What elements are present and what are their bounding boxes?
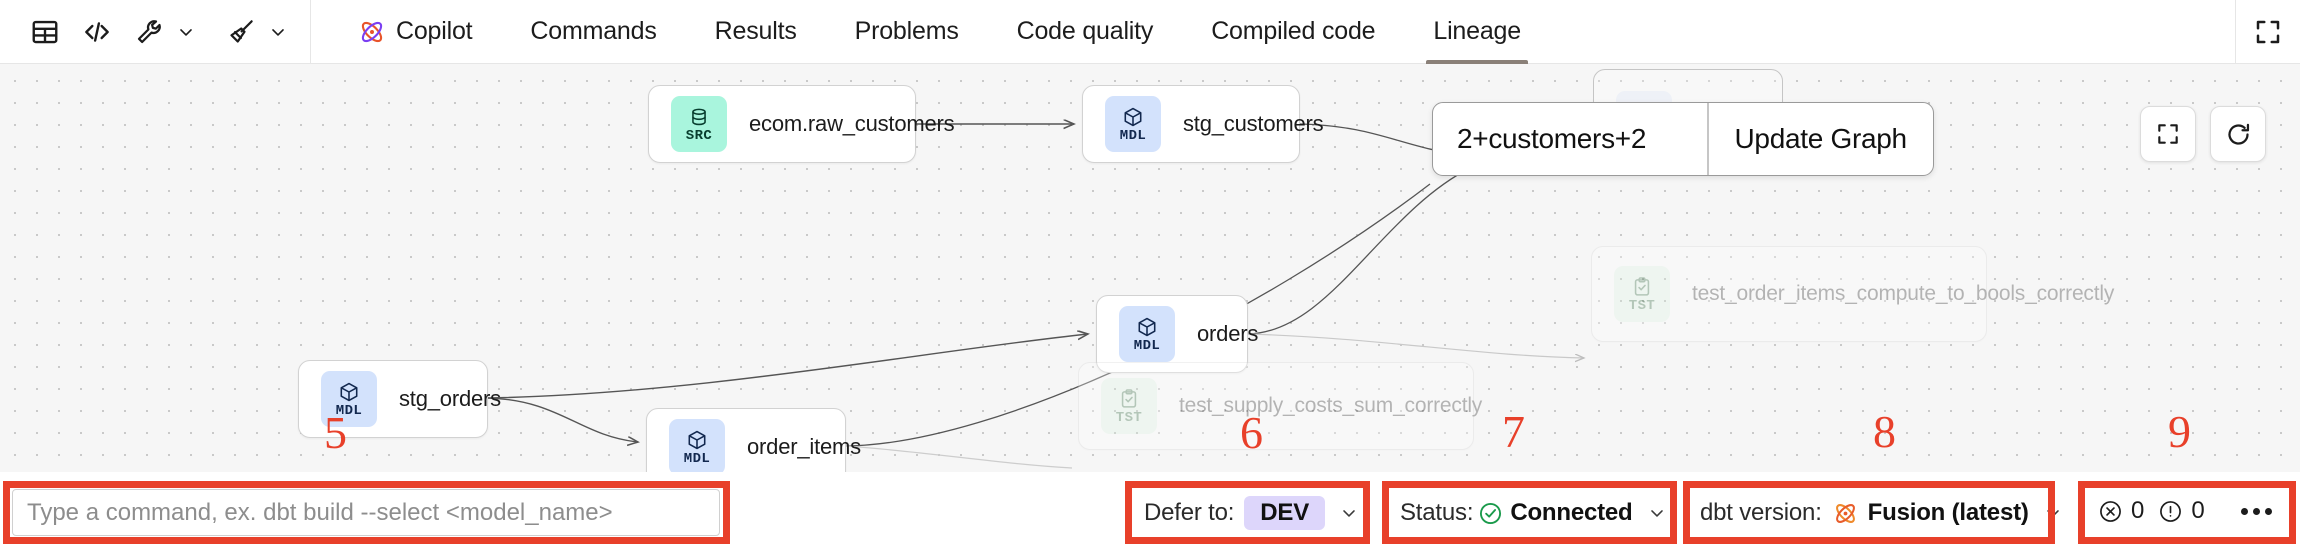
- node-label: orders: [1197, 321, 1259, 347]
- defer-label: Defer to:: [1144, 499, 1235, 526]
- warning-circle-icon: [2158, 499, 2183, 524]
- error-circle-icon: [2098, 499, 2123, 524]
- selector-divider: [1707, 103, 1709, 175]
- badge-label: MDL: [683, 450, 711, 467]
- tab-label: Compiled code: [1211, 17, 1376, 45]
- broom-icon[interactable]: [218, 9, 264, 55]
- tab-label: Lineage: [1433, 17, 1521, 45]
- fit-view-button[interactable]: [2140, 106, 2196, 162]
- defer-chevron-down-icon: [1339, 503, 1359, 523]
- code-view-icon[interactable]: [74, 9, 120, 55]
- warning-count[interactable]: 0: [2158, 497, 2205, 525]
- top-right-controls: [2235, 0, 2300, 64]
- toolbar-divider: [310, 0, 311, 64]
- node-label: ecom.raw_customers: [749, 111, 955, 137]
- node-label: stg_orders: [399, 386, 501, 412]
- top-toolbar: Copilot Commands Results Problems Code q…: [0, 0, 2300, 64]
- version-value: Fusion (latest): [1867, 499, 2029, 526]
- lineage-node[interactable]: MDL order_items: [646, 408, 861, 472]
- model-badge: MDL: [1119, 306, 1175, 362]
- wrench-chevron-down-icon[interactable]: [172, 12, 200, 52]
- badge-label: MDL: [1133, 337, 1161, 354]
- wrench-icon[interactable]: [126, 9, 172, 55]
- tab-label: Commands: [530, 17, 657, 45]
- badge-label: TST: [1628, 297, 1656, 314]
- node-label: test_order_items_compute_to_bools_correc…: [1692, 281, 2115, 305]
- test-badge: TST: [1614, 266, 1670, 322]
- tab-label: Problems: [854, 17, 959, 45]
- broom-chevron-down-icon[interactable]: [264, 12, 292, 52]
- check-circle-icon: [1478, 501, 1503, 526]
- graph-selector-bar: Update Graph: [1432, 102, 1934, 176]
- tab-results[interactable]: Results: [686, 0, 826, 64]
- test-badge: TST: [1101, 378, 1157, 434]
- version-label: dbt version:: [1700, 499, 1822, 526]
- dbt-version-selector[interactable]: dbt version: Fusion (latest): [1700, 489, 2063, 537]
- tab-code-quality[interactable]: Code quality: [988, 0, 1183, 64]
- lineage-node[interactable]: MDL stg_customers: [1082, 85, 1324, 163]
- graph-selector-input[interactable]: [1433, 103, 1707, 175]
- warning-count-value: 0: [2191, 497, 2205, 524]
- update-graph-button[interactable]: Update Graph: [1734, 123, 1908, 154]
- tab-label: Code quality: [1016, 17, 1154, 45]
- tab-label: Results: [714, 17, 797, 45]
- tab-compiled-code[interactable]: Compiled code: [1182, 0, 1404, 64]
- badge-label: SRC: [685, 127, 713, 144]
- tab-problems[interactable]: Problems: [826, 0, 988, 64]
- version-chevron-down-icon: [2043, 503, 2063, 523]
- badge-label: MDL: [1119, 127, 1147, 144]
- fullscreen-icon[interactable]: [2236, 0, 2300, 64]
- problem-counts: 0 0: [2098, 497, 2272, 525]
- ellipsis-icon[interactable]: [2240, 507, 2272, 515]
- lineage-node-test[interactable]: TST test_order_items_compute_to_bools_co…: [1591, 246, 2114, 342]
- lineage-canvas[interactable]: SRC ecom.raw_customers MDL stg_customers…: [0, 64, 2300, 472]
- node-label: test_supply_costs_sum_correctly: [1179, 393, 1483, 417]
- panel-tabs: Copilot Commands Results Problems Code q…: [329, 0, 1550, 64]
- badge-label: TST: [1115, 409, 1143, 426]
- model-badge: MDL: [669, 419, 725, 472]
- node-label: order_items: [747, 434, 861, 460]
- connection-status[interactable]: Status: Connected: [1400, 489, 1667, 537]
- tab-label: Copilot: [396, 17, 473, 45]
- tab-lineage[interactable]: Lineage: [1404, 0, 1550, 64]
- status-chevron-down-icon: [1647, 503, 1667, 523]
- graph-controls: [2140, 106, 2266, 162]
- node-label: stg_customers: [1183, 111, 1324, 137]
- command-input[interactable]: [12, 489, 720, 536]
- source-badge: SRC: [671, 96, 727, 152]
- lineage-node[interactable]: SRC ecom.raw_customers: [648, 85, 955, 163]
- dbt-fusion-icon: [1832, 500, 1859, 527]
- table-view-icon[interactable]: [22, 9, 68, 55]
- tab-commands[interactable]: Commands: [501, 0, 685, 64]
- status-value: Connected: [1510, 499, 1633, 526]
- editor-tool-group: [0, 0, 310, 64]
- model-badge: MDL: [321, 371, 377, 427]
- right-divider: [2235, 0, 2236, 64]
- error-count[interactable]: 0: [2098, 497, 2144, 525]
- status-label: Status:: [1400, 499, 1474, 526]
- lineage-node[interactable]: MDL stg_orders: [298, 360, 501, 438]
- lineage-node-test[interactable]: TST test_supply_costs_sum_correctly: [1078, 362, 1482, 450]
- tab-copilot[interactable]: Copilot: [329, 0, 501, 64]
- badge-label: MDL: [335, 402, 363, 419]
- error-count-value: 0: [2131, 497, 2145, 524]
- lineage-node[interactable]: MDL orders: [1096, 295, 1258, 373]
- model-badge: MDL: [1105, 96, 1161, 152]
- defer-to-selector[interactable]: Defer to: DEV: [1144, 489, 1359, 537]
- refresh-graph-button[interactable]: [2210, 106, 2266, 162]
- defer-value: DEV: [1244, 496, 1325, 530]
- dbt-fusion-icon: [358, 18, 386, 46]
